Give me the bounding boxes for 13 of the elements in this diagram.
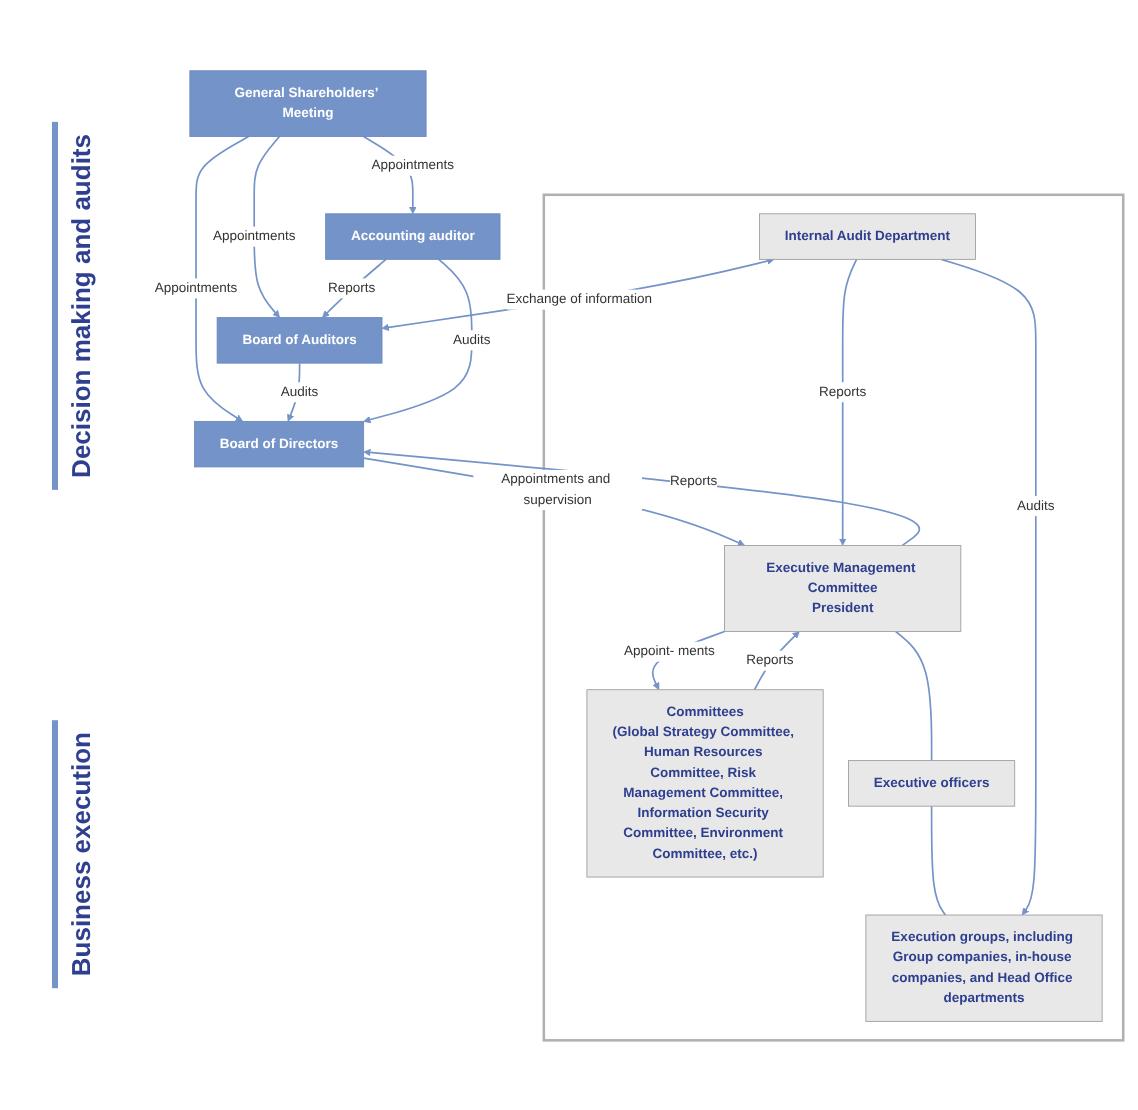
arrow [287, 361, 301, 422]
arrow [381, 256, 775, 331]
arrow [363, 257, 473, 423]
arrow [940, 257, 1037, 915]
arrow [839, 257, 858, 546]
arrow [322, 257, 387, 318]
arrow [253, 135, 281, 318]
section-label: Business execution [52, 719, 104, 988]
arrow [195, 135, 250, 422]
arrow [362, 456, 745, 546]
section-label: Decision making and audits [52, 122, 104, 491]
connector [894, 630, 933, 761]
connector [930, 804, 947, 916]
